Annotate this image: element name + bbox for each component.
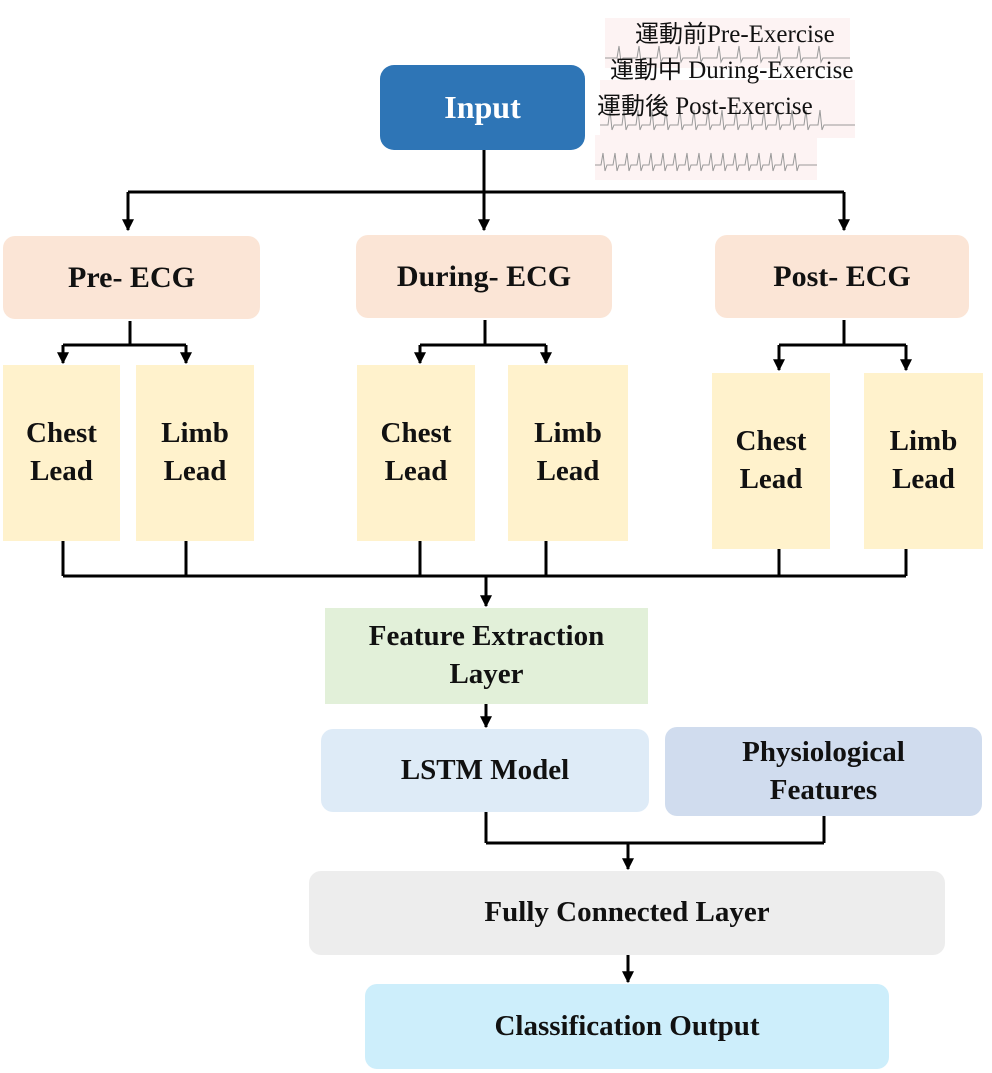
during-limb-lead-line1: Limb (534, 417, 602, 450)
during-ecg-box: During- ECG (356, 235, 612, 318)
ecg-thumbnail-post (595, 135, 817, 180)
ecg-thumbnail-during (600, 80, 855, 138)
fully-connected-layer-box: Fully Connected Layer (309, 871, 945, 955)
feature-extraction-line2: Layer (449, 658, 524, 690)
during-limb-lead-line2: Lead (536, 455, 600, 487)
legend-pre-exercise: 運動前Pre-Exercise (635, 14, 835, 49)
pre-chest-lead-line1: Chest (26, 417, 97, 450)
legend-pre-en: Pre-Exercise (707, 21, 835, 48)
lstm-model-box: LSTM Model (321, 729, 649, 812)
pre-limb-lead-line1: Limb (161, 417, 229, 450)
fully-connected-layer-label: Fully Connected Layer (484, 896, 770, 929)
legend-during-en: During-Exercise (688, 57, 854, 84)
feature-extraction-line1: Feature Extraction (368, 620, 605, 653)
post-chest-lead-line2: Lead (739, 463, 803, 495)
legend-post-zh: 運動後 (597, 92, 669, 120)
legend-post-exercise: 運動後 Post-Exercise (597, 86, 813, 121)
during-chest-lead-line1: Chest (380, 417, 452, 450)
classification-output-label: Classification Output (494, 1009, 760, 1042)
legend-during-exercise: 運動中 During-Exercise (610, 50, 853, 85)
pre-ecg-box: Pre- ECG (3, 236, 260, 319)
legend-post-en: Post-Exercise (675, 93, 813, 120)
lstm-model-label: LSTM Model (400, 753, 570, 786)
ecg-thumbnail-pre (605, 18, 850, 68)
pre-chest-lead-line2: Lead (30, 455, 93, 487)
pre-ecg-label: Pre- ECG (68, 261, 195, 294)
during-chest-lead-line2: Lead (384, 455, 448, 487)
pre-limb-lead-line2: Lead (163, 455, 227, 487)
post-ecg-label: Post- ECG (773, 260, 911, 293)
legend-during-zh: 運動中 (610, 56, 682, 84)
legend-pre-zh: 運動前 (635, 20, 707, 48)
input-label: Input (444, 88, 521, 125)
classification-output-box: Classification Output (365, 984, 889, 1069)
input-box: Input (380, 65, 585, 150)
post-chest-lead-line1: Chest (735, 425, 807, 458)
physiological-features-line2: Features (769, 773, 878, 806)
post-ecg-box: Post- ECG (715, 235, 969, 318)
physiological-features-line1: Physiological (742, 735, 905, 768)
post-limb-lead-line1: Limb (889, 425, 958, 458)
post-limb-lead-line2: Lead (892, 463, 955, 495)
during-ecg-label: During- ECG (396, 260, 572, 293)
